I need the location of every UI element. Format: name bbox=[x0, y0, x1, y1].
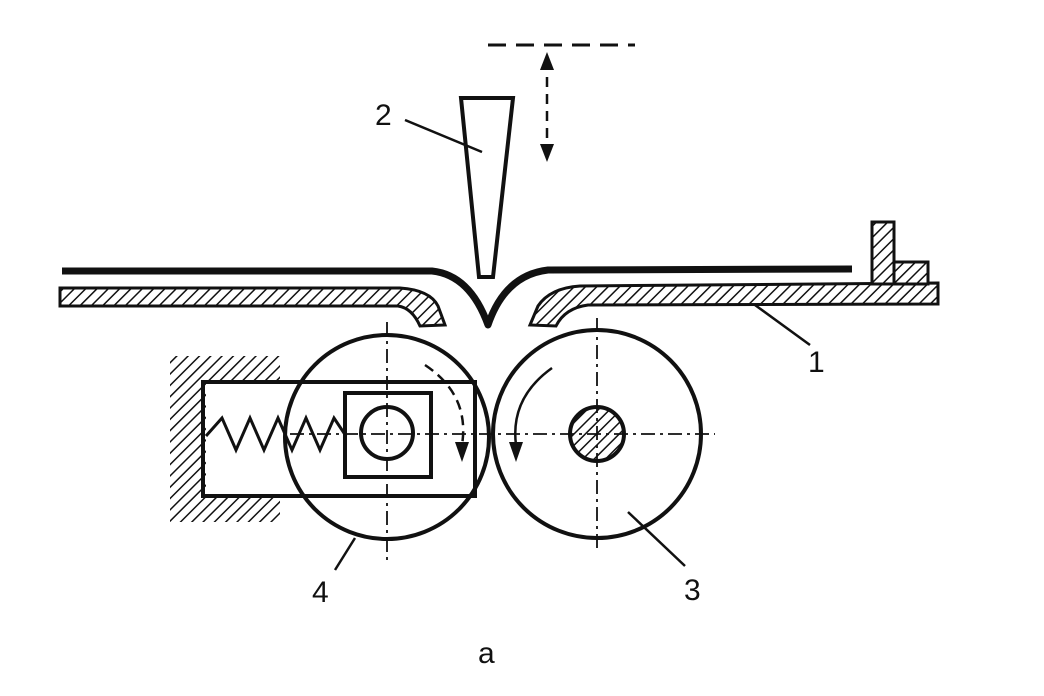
slider-housing bbox=[201, 380, 477, 498]
label-part-3: 3 bbox=[684, 574, 701, 607]
leader-line-4 bbox=[333, 537, 357, 571]
table-right-plate bbox=[527, 281, 940, 328]
rotation-arrow-left bbox=[424, 363, 469, 462]
leader-line-2 bbox=[404, 118, 483, 154]
rotation-arrow-right bbox=[509, 366, 553, 462]
compression-spring bbox=[204, 414, 348, 454]
end-stop bbox=[870, 220, 896, 286]
label-part-4: 4 bbox=[312, 576, 329, 609]
end-stop-base bbox=[892, 260, 930, 286]
sheet-material bbox=[62, 265, 853, 329]
bearing-block bbox=[343, 391, 433, 479]
label-part-1: 1 bbox=[808, 346, 825, 379]
folding-blade bbox=[458, 96, 516, 279]
center-lines bbox=[290, 318, 715, 560]
leader-line-1 bbox=[754, 303, 811, 347]
table-left-plate bbox=[58, 286, 448, 328]
figure-caption: a bbox=[478, 637, 495, 670]
wall-bracket bbox=[170, 356, 280, 522]
double-arrow bbox=[540, 52, 554, 162]
leader-line-3 bbox=[627, 511, 686, 567]
label-part-2: 2 bbox=[375, 99, 392, 132]
